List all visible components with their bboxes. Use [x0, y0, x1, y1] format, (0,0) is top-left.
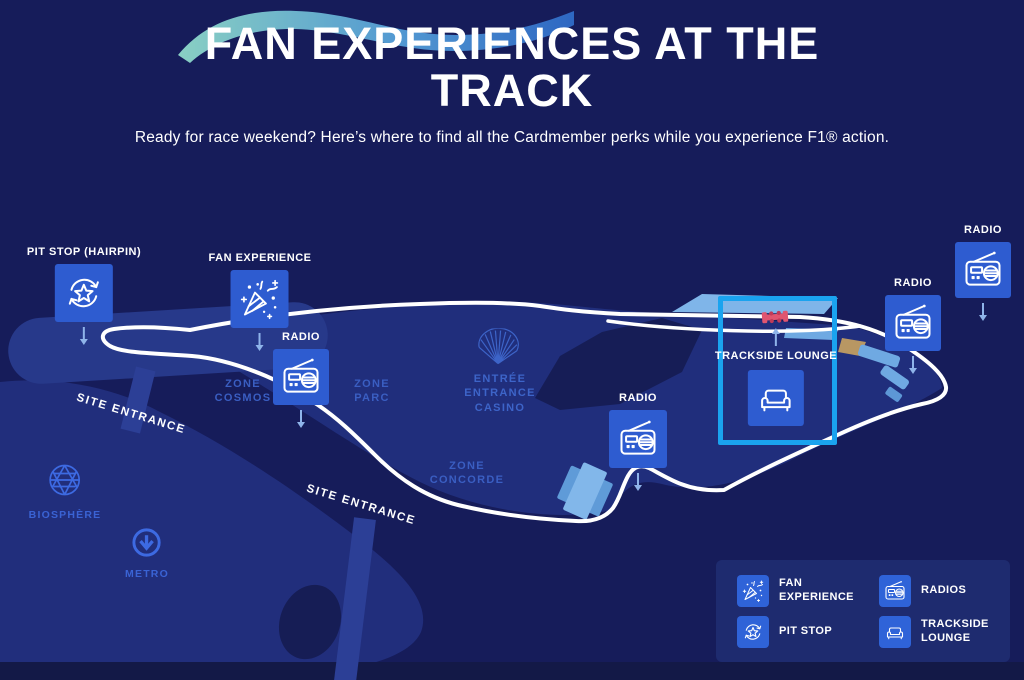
- site-entrance-west-label: SITE ENTRANCE: [74, 391, 188, 437]
- metro-icon: [129, 525, 164, 560]
- marker-radio-concorde: RADIO: [609, 392, 667, 491]
- down-arrow-icon: [296, 410, 305, 428]
- biosphere-dome-icon: [45, 461, 85, 501]
- page-subtitle: Ready for race weekend? Here’s where to …: [134, 128, 890, 146]
- legend-radios-label: RADIOS: [921, 583, 967, 596]
- down-arrow-icon: [633, 473, 642, 491]
- pit-stop-icon: [62, 271, 106, 315]
- marker-radio-label: RADIO: [964, 224, 1002, 236]
- paddock-building: [838, 338, 866, 356]
- biosphere-label: BIOSPHÈRE: [28, 509, 102, 521]
- page-header: FAN EXPERIENCES AT THE TRACK Ready for r…: [0, 0, 1024, 147]
- legend-pit-stop-label: PIT STOP: [779, 624, 833, 637]
- party-popper-icon: [238, 277, 282, 321]
- couch-icon: [883, 620, 907, 644]
- marker-radio-east: RADIO: [885, 277, 941, 374]
- casino-building: [557, 462, 613, 520]
- down-arrow-icon: [908, 356, 917, 374]
- marker-radio-label: RADIO: [894, 277, 932, 289]
- down-arrow-icon: [978, 303, 987, 321]
- radio-icon: [961, 248, 1005, 292]
- pit-stop-legend-tile: [737, 615, 769, 648]
- pit-stop-tile[interactable]: [54, 264, 113, 322]
- bridge-south: [334, 517, 376, 680]
- grandstand: [880, 365, 909, 390]
- marker-radio-label: RADIO: [619, 392, 657, 404]
- fan-experience-tile[interactable]: [231, 270, 289, 328]
- radio-icon: [279, 355, 323, 399]
- marker-trackside-lounge-label: TRACKSIDE LOUNGE: [714, 350, 838, 362]
- trackside-lounge-tile[interactable]: [748, 370, 804, 426]
- grandstand: [885, 386, 903, 402]
- page-title: FAN EXPERIENCES AT THE TRACK: [204, 18, 820, 117]
- party-popper-icon: [741, 579, 765, 603]
- marker-radio-cosmos: RADIO: [273, 331, 329, 428]
- marker-radio-far-east: RADIO: [955, 224, 1011, 321]
- radio-icon: [883, 579, 907, 603]
- radio-tile[interactable]: [273, 349, 329, 405]
- pit-stop-icon: [741, 620, 765, 644]
- radios-legend-tile: [879, 574, 911, 607]
- island-left-land: [0, 380, 424, 680]
- metro-label: METRO: [125, 568, 169, 580]
- fan-experience-legend-tile: [737, 574, 769, 607]
- wave-decoration: [178, 10, 574, 63]
- marker-pit-stop: PIT STOP (HAIRPIN): [26, 246, 142, 345]
- marker-radio-label: RADIO: [282, 331, 320, 343]
- down-arrow-icon: [79, 327, 88, 345]
- legend-item-pit-stop: PIT STOP: [737, 615, 879, 648]
- dark-pond: [278, 584, 342, 660]
- legend-item-radios: RADIOS: [879, 574, 999, 607]
- marker-trackside-lounge: TRACKSIDE LOUNGE: [715, 334, 837, 426]
- bottom-shade: [0, 662, 1024, 680]
- site-entrance-south-label: SITE ENTRANCE: [304, 482, 418, 528]
- marker-pit-stop-label: PIT STOP (HAIRPIN): [26, 246, 142, 258]
- radio-icon: [616, 417, 660, 461]
- down-arrow-icon: [255, 333, 264, 351]
- up-arrow-icon: [775, 334, 777, 346]
- couch-icon: [754, 376, 798, 420]
- radio-icon: [891, 301, 935, 345]
- casino-shell-icon: [474, 328, 522, 375]
- marker-fan-experience-label: FAN EXPERIENCE: [208, 252, 312, 264]
- radio-tile[interactable]: [609, 410, 667, 468]
- trackside-lounge-legend-tile: [879, 615, 911, 648]
- radio-tile[interactable]: [885, 295, 941, 351]
- biosphere-landmark: BIOSPHÈRE: [29, 461, 102, 521]
- metro-landmark: METRO: [125, 525, 169, 580]
- radio-tile[interactable]: [955, 242, 1011, 298]
